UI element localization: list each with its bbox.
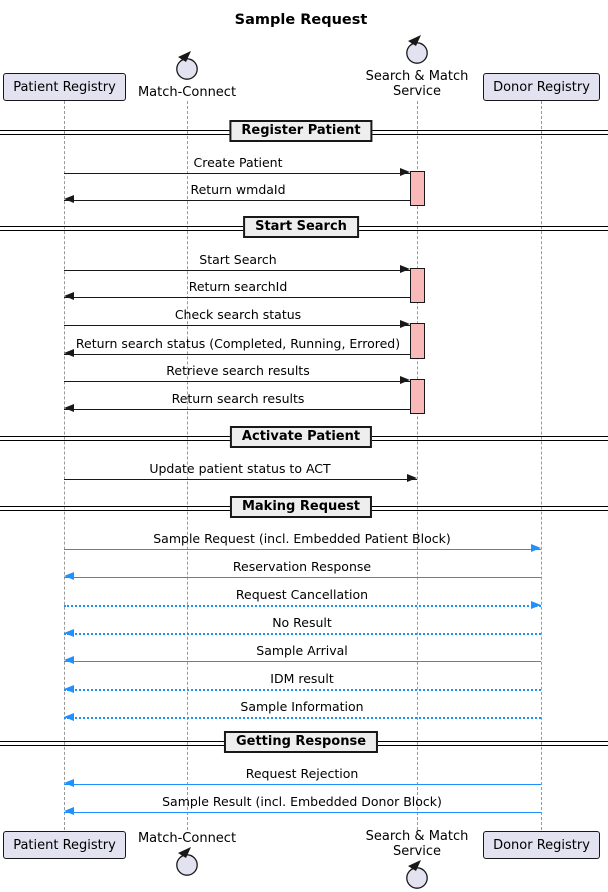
participant-match-connect-bottom: Match-Connect [137,831,237,846]
message-arrow [64,168,410,177]
participant-label: Patient Registry [13,79,116,95]
message-arrow [64,629,541,638]
message-label: Check search status [174,307,302,322]
message-label: Sample Result (incl. Embedded Donor Bloc… [162,794,442,809]
divider-register-patient: Register Patient [229,120,373,142]
message-arrow [64,713,541,722]
participant-label: Patient Registry [13,837,116,853]
activation-bar [410,323,425,359]
message-label: Return wmdaId [190,182,286,197]
message-label: Sample Request (incl. Embedded Patient B… [153,531,451,546]
message-label: Retrieve search results [166,363,310,378]
message-arrow [64,656,541,665]
message-label: Return search results [171,391,305,406]
message-arrow [64,292,410,301]
participant-donor-registry-bottom: Donor Registry [483,831,600,859]
participant-patient-registry-top: Patient Registry [3,73,126,101]
participant-search-match-top-line2: Service [392,84,442,99]
message-arrow [64,807,541,816]
message-arrow [64,349,410,358]
message-arrow [64,404,410,413]
control-icon [406,860,428,889]
message-arrow [64,474,417,483]
activation-bar [410,171,425,206]
divider-activate-patient: Activate Patient [229,426,373,448]
message-label: Sample Information [240,699,364,714]
message-label: No Result [272,615,332,630]
participant-search-match-top-line1: Search & Match [365,69,469,84]
message-arrow [64,265,410,274]
lifeline-match-connect [187,101,188,830]
participant-patient-registry-bottom: Patient Registry [3,831,126,859]
message-arrow [64,195,410,204]
divider-start-search: Start Search [243,216,359,238]
lifeline-search-match-service [417,101,418,830]
message-label: Create Patient [193,155,283,170]
message-label: Return search status (Completed, Running… [75,336,401,351]
participant-donor-registry-top: Donor Registry [483,73,600,101]
message-arrow [64,572,541,581]
lifeline-donor-registry [541,101,542,830]
message-arrow [64,601,541,610]
lifeline-patient-registry [64,101,65,830]
message-label: Request Cancellation [235,587,369,602]
message-label: Return searchId [188,279,288,294]
message-arrow [64,544,541,553]
participant-search-match-bottom-line1: Search & Match [365,829,469,844]
message-label: Update patient status to ACT [149,461,331,476]
control-icon [406,35,428,64]
message-arrow [64,685,541,694]
activation-bar [410,268,425,303]
divider-making-request: Making Request [229,496,373,518]
participant-match-connect-top: Match-Connect [137,85,237,100]
message-label: IDM result [270,671,334,686]
message-label: Request Rejection [245,766,359,781]
message-label: Start Search [199,252,277,267]
message-arrow [64,320,410,329]
participant-label: Donor Registry [493,79,590,95]
diagram-title: Sample Request [234,12,368,28]
divider-getting-response: Getting Response [223,731,379,753]
message-label: Sample Arrival [256,643,348,658]
message-arrow [64,779,541,788]
message-arrow [64,376,410,385]
message-label: Reservation Response [232,559,372,574]
participant-label: Donor Registry [493,837,590,853]
control-icon [176,51,198,80]
control-icon [176,847,198,876]
participant-search-match-bottom-line2: Service [392,844,442,859]
activation-bar [410,379,425,414]
